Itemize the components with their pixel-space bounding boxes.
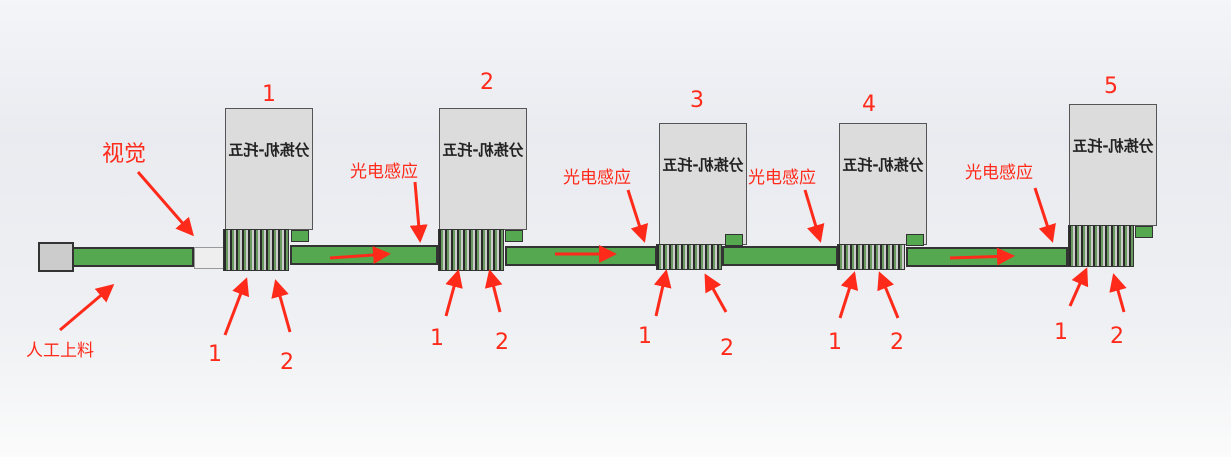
arrow-icon — [838, 271, 859, 319]
station-number: 5 — [1104, 74, 1118, 99]
station-mechanism — [1068, 225, 1134, 267]
station-tab — [1135, 226, 1153, 238]
sub-number: 2 — [495, 330, 509, 355]
arrow-icon — [626, 189, 649, 243]
sub-number: 1 — [430, 326, 444, 351]
photo-sensor-label: 光电感应 — [965, 163, 1033, 183]
station-box-2: 分拣机-托五 — [439, 108, 527, 230]
sub-number: 1 — [638, 324, 652, 349]
photo-sensor-label: 光电感应 — [563, 168, 631, 188]
arrow-icon — [271, 279, 292, 333]
arrow-icon — [803, 189, 825, 243]
station-number: 2 — [480, 70, 494, 95]
station-mechanism — [656, 244, 722, 270]
sub-number: 1 — [208, 342, 222, 367]
loading-end — [38, 242, 74, 272]
arrow-icon — [223, 277, 250, 336]
station-number: 4 — [862, 92, 876, 117]
arrow-icon — [1068, 267, 1089, 307]
sub-number: 2 — [890, 330, 904, 355]
conveyor-segment — [72, 247, 194, 267]
station-tab — [906, 234, 924, 246]
arrow-icon — [484, 269, 503, 313]
station-number: 1 — [262, 82, 276, 107]
sub-number: 2 — [720, 336, 734, 361]
flow-arrow-icon — [329, 246, 391, 265]
sub-number: 1 — [828, 330, 842, 355]
arrow-icon — [1109, 273, 1127, 313]
sub-number: 1 — [1054, 320, 1068, 345]
sub-number: 2 — [1110, 324, 1124, 349]
flow-arrow-icon — [949, 247, 1015, 266]
arrow-icon — [653, 269, 672, 317]
arrow-icon — [1033, 187, 1056, 243]
vision-label: 视觉 — [102, 142, 147, 167]
station-tab — [505, 230, 523, 242]
sub-number: 2 — [280, 350, 294, 375]
arrow-icon — [59, 284, 115, 332]
arrow-icon — [877, 271, 900, 319]
photo-sensor-label: 光电感应 — [350, 162, 418, 182]
arrow-icon — [444, 269, 463, 317]
station-box-3: 分拣机-托五 — [659, 123, 747, 245]
station-mechanism — [438, 229, 504, 271]
station-box-5: 分拣机-托五 — [1069, 104, 1157, 226]
arrow-icon — [136, 171, 194, 237]
station-mechanism — [223, 229, 289, 271]
station-mechanism — [837, 244, 905, 270]
manual-loading-label: 人工上料 — [26, 341, 94, 361]
station-tab — [725, 234, 743, 246]
photo-sensor-label: 光电感应 — [748, 168, 816, 188]
station-tab — [291, 230, 309, 242]
station-box-4: 分拣机-托五 — [839, 123, 927, 245]
arrow-icon — [409, 181, 428, 243]
station-number: 3 — [690, 88, 704, 113]
arrow-icon — [704, 273, 728, 313]
